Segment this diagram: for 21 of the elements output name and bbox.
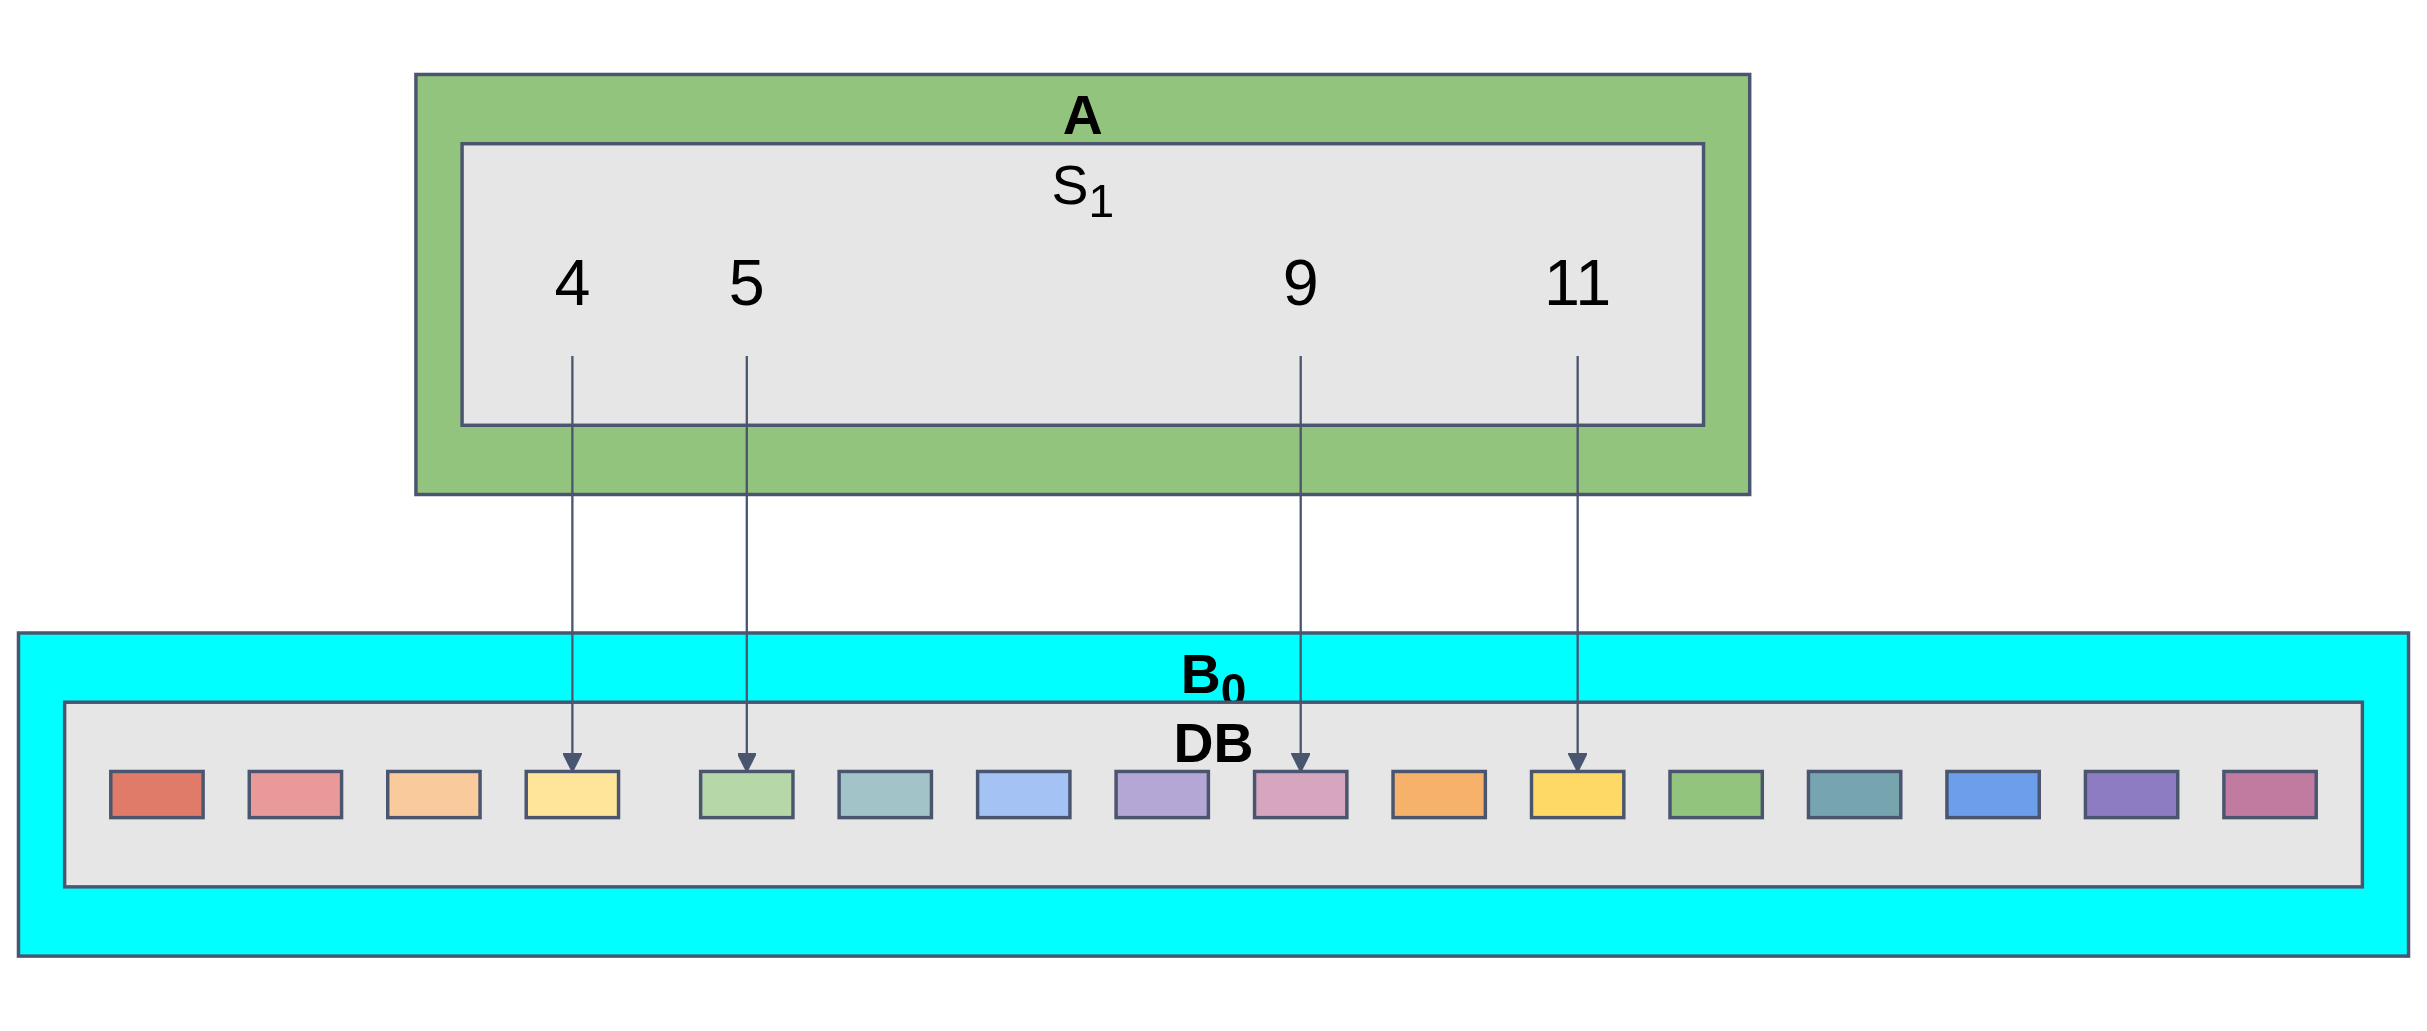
node-box [1529, 769, 1626, 820]
node-box [698, 769, 795, 820]
node-box [386, 769, 482, 820]
node-box [2083, 769, 2180, 820]
node-box [1391, 769, 1488, 820]
node-box [975, 769, 1072, 820]
node-box [1252, 769, 1349, 820]
node-box [1945, 769, 2041, 820]
node-text: 9 [1282, 247, 1319, 320]
node-box [1806, 769, 1903, 820]
node-box [247, 769, 344, 820]
node-box [524, 769, 621, 820]
node-box [1668, 769, 1765, 820]
node-text: 11 [1544, 247, 1612, 320]
node-text: 5 [728, 247, 765, 320]
node-box [1114, 769, 1211, 820]
node-text: 4 [554, 247, 591, 320]
cluster: DB [62, 700, 2365, 889]
node-box [109, 769, 205, 820]
node-box [837, 769, 934, 820]
node-box [2222, 769, 2318, 820]
